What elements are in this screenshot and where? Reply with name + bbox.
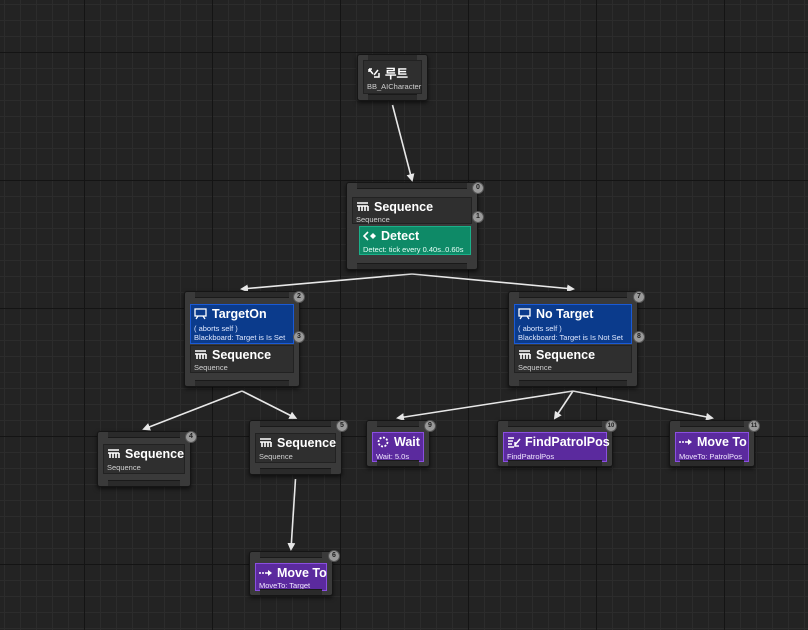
sequence-icon [519,350,531,359]
index-badge: 10 [605,420,617,432]
task-subtitle: MoveTo: Target [259,581,311,590]
root-subtitle: BB_AICharacter [367,82,422,91]
node-subtitle: Sequence [518,363,552,372]
sequence-body: Sequence Sequence [190,345,294,373]
task-title: FindPatrolPos [525,435,610,449]
notarget-decorator[interactable]: No Target ( aborts self ) Blackboard: Ta… [514,304,632,344]
sequence-node-4[interactable]: Sequence Sequence [97,431,191,487]
decorator-line1: ( aborts self ) [518,324,562,333]
move-to-icon [679,439,692,445]
node-subtitle: Sequence [194,363,228,372]
decorator-line2: Blackboard: Target is Is Not Set [518,333,623,342]
service-icon [363,231,376,241]
decorator-title: TargetOn [212,307,267,321]
index-badge: 9 [424,420,436,432]
sequence-body: Sequence Sequence [255,433,336,463]
sequence-body: Sequence Sequence [514,345,632,373]
wire-n2-n5 [241,390,298,419]
wire-n7-n11 [572,390,714,421]
node-subtitle: Sequence [259,452,293,461]
wait-icon [377,436,389,448]
index-badge: 5 [336,420,348,432]
sequence-node-7[interactable]: No Target ( aborts self ) Blackboard: Ta… [508,291,638,387]
index-badge: 2 [293,291,305,303]
wire-n2-n4 [142,390,243,431]
node-title: Sequence [374,200,434,214]
root-body: 루트 BB_AICharacter [363,60,422,94]
task-body: Move To MoveTo: Target [255,563,327,591]
wire-n5-n6 [287,478,297,551]
root-icon [368,67,380,78]
task-body: Wait Wait: 5.0s [372,432,424,462]
service-subtitle: Detect: tick every 0.40s..0.60s [363,245,464,254]
node-title: Sequence [536,348,596,362]
root-title: 루트 [385,67,409,81]
sequence-icon [357,202,369,211]
wire-n0-n2 [240,273,413,293]
wire-root-n0 [391,104,415,182]
node-title: Sequence [277,436,337,450]
sequence-body: Sequence Sequence [352,197,472,224]
task-subtitle: FindPatrolPos [507,452,555,461]
detect-service[interactable]: Detect Detect: tick every 0.40s..0.60s [359,226,471,255]
moveto-task-6[interactable]: Move To MoveTo: Target [249,551,333,596]
index-badge: 7 [633,291,645,303]
index-badge: 0 [472,182,484,194]
decorator-icon [194,308,207,320]
root-node[interactable]: 루트 BB_AICharacter [357,54,428,101]
task-title: Move To [277,566,327,580]
wire-n7-n10 [553,390,574,420]
targeton-decorator[interactable]: TargetOn ( aborts self ) Blackboard: Tar… [190,304,294,344]
sequence-node-0[interactable]: Sequence Sequence Detect Detect: tick ev… [346,182,478,270]
service-title: Detect [381,229,420,243]
index-badge: 3 [293,331,305,343]
index-badge: 11 [748,420,760,432]
task-title: Wait [394,435,420,449]
task-body: FindPatrolPos FindPatrolPos [503,432,610,462]
task-title: Move To [697,435,747,449]
find-patrol-icon [508,437,521,448]
decorator-title: No Target [536,307,594,321]
wire-n0-n7 [411,273,575,293]
index-badge: 4 [185,431,197,443]
index-badge: 1 [472,211,484,223]
move-to-icon [259,570,272,576]
index-badge: 8 [633,331,645,343]
moveto-task-11[interactable]: Move To MoveTo: PatrolPos [669,420,755,467]
findpatrolpos-task-10[interactable]: FindPatrolPos FindPatrolPos [497,420,613,467]
node-subtitle: Sequence [107,463,141,472]
index-badge: 6 [328,550,340,562]
sequence-node-2[interactable]: TargetOn ( aborts self ) Blackboard: Tar… [184,291,300,387]
sequence-icon [195,350,207,359]
sequence-icon [108,449,120,458]
task-subtitle: MoveTo: PatrolPos [679,452,742,461]
wait-task-9[interactable]: Wait Wait: 5.0s [366,420,430,467]
decorator-line1: ( aborts self ) [194,324,238,333]
decorator-line2: Blackboard: Target is Is Set [194,333,286,342]
node-subtitle: Sequence [356,215,390,224]
sequence-body: Sequence Sequence [103,444,185,474]
sequence-icon [260,438,272,447]
task-body: Move To MoveTo: PatrolPos [675,432,749,462]
sequence-node-5[interactable]: Sequence Sequence [249,420,342,475]
node-title: Sequence [212,348,272,362]
node-title: Sequence [125,447,185,461]
task-subtitle: Wait: 5.0s [376,452,410,461]
wire-n7-n9 [396,390,574,422]
decorator-icon [518,308,531,320]
